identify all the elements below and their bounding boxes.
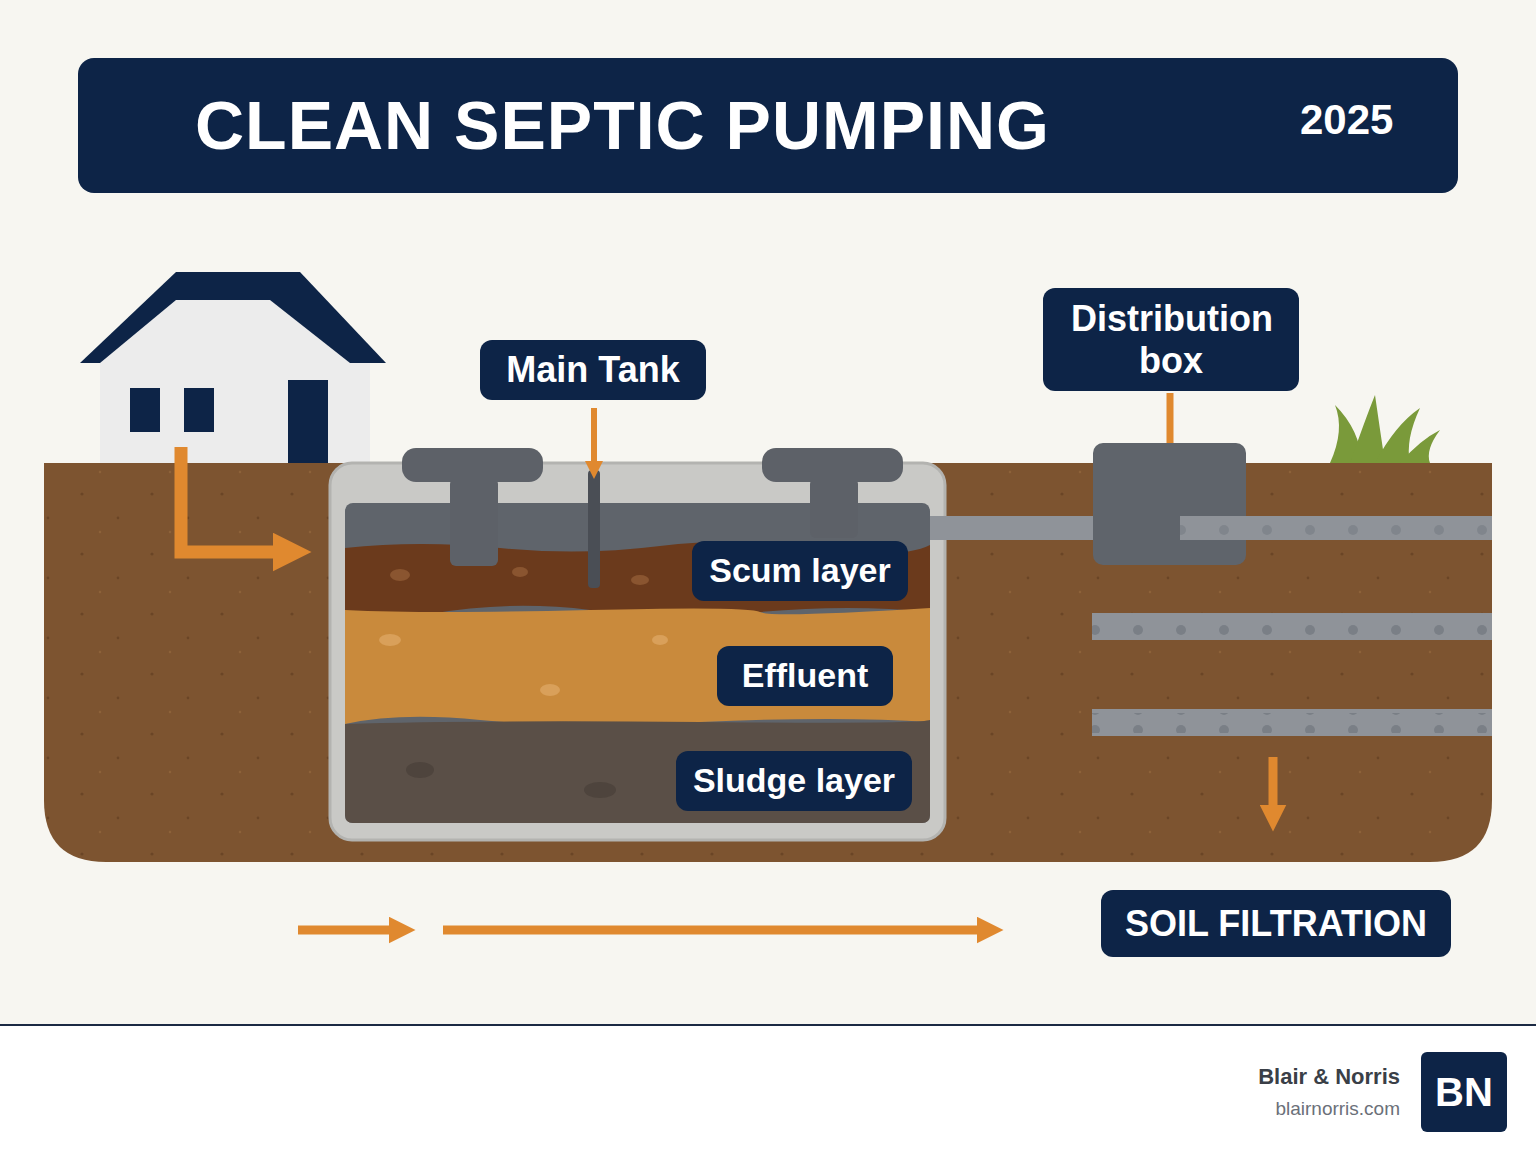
label-text: Sludge layer [693,761,895,800]
inflow-arrow [181,447,292,552]
leader-line [1167,393,1174,443]
label-text: Scum layer [709,551,890,590]
flow-arrow [298,926,402,935]
drain-pipes [1092,516,1492,736]
soil [44,463,1492,862]
callout-label: SOIL FILTRATION [1101,890,1451,957]
label-text: Distribution box [1071,298,1271,381]
footer-rule [0,1024,1536,1026]
year-label: 2025 [1300,96,1393,144]
distribution-box [1093,443,1246,565]
leader-arrow [591,408,597,470]
callout-label: Main Tank [480,340,706,400]
label-text: Effluent [742,656,869,695]
footer [0,1025,1536,1154]
house [80,272,386,463]
logo-box: BN [1421,1052,1507,1132]
inlet-baffle [588,470,600,588]
soil-texture [44,463,1492,862]
septic-tank [330,463,945,840]
layer-label: Effluent [717,646,893,706]
title-bar [78,58,1458,193]
label-text: Main Tank [506,349,679,390]
label-text: SOIL FILTRATION [1125,903,1427,944]
label-text: BN [1435,1069,1493,1115]
callout-label: Distribution box [1043,288,1299,391]
layer-label: Sludge layer [676,751,912,811]
title: CLEAN SEPTIC PUMPING [195,82,1050,168]
layer-label: Scum layer [692,541,908,601]
flow-arrow [443,926,990,935]
brand-url: blairnorris.com [1275,1098,1400,1120]
outlet-pipe [930,516,1100,540]
brand-name: Blair & Norris [1258,1064,1400,1090]
percolation-arrow [1269,757,1278,818]
grass [1330,395,1440,463]
